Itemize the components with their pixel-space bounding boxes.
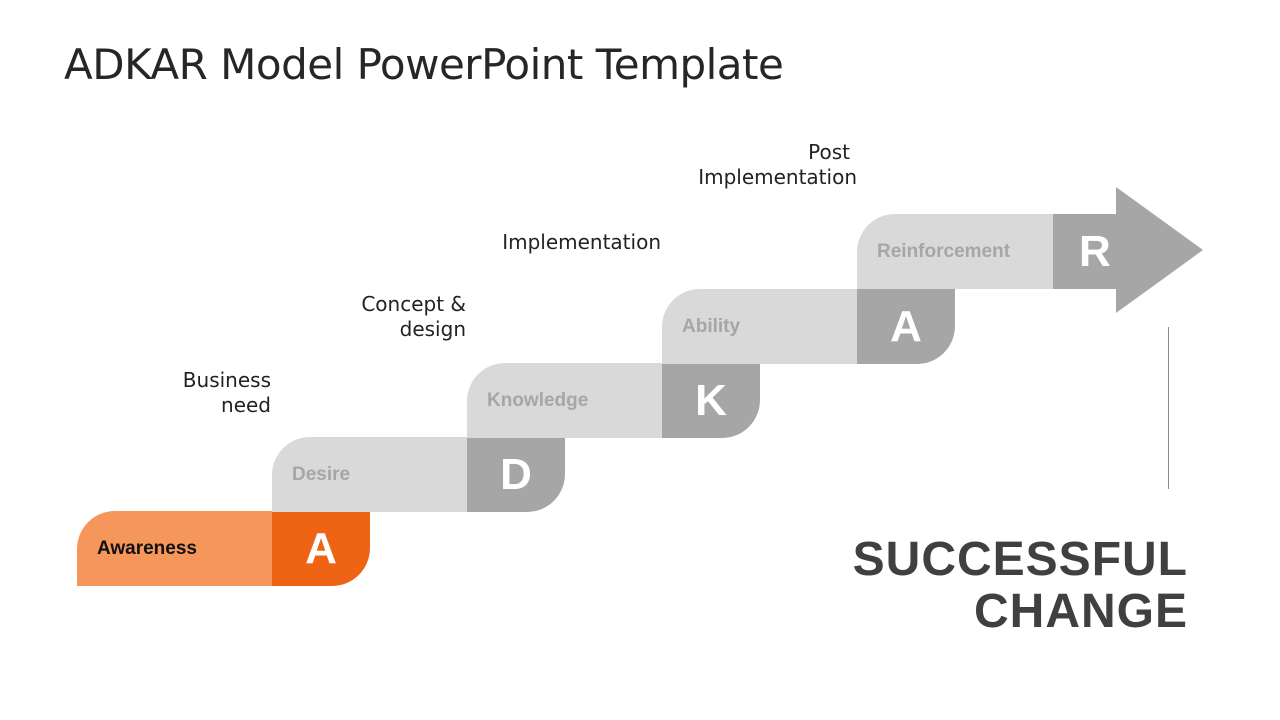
step-awareness: Awareness [77,511,277,586]
step-label-awareness: Awareness [97,538,197,559]
step-reinforcement: Reinforcement [857,214,1057,289]
caption-implementation: Implementation [502,230,661,254]
step-letter-d-desire: D [467,437,565,512]
caption-business-need: Business need [182,368,271,417]
headline-successful-change: SUCCESSFUL CHANGE [852,533,1188,638]
step-letter-a-ability: A [857,289,955,364]
step-ability: Ability [662,289,862,364]
caption-concept-design: Concept & design [361,292,466,341]
step-label-reinforcement: Reinforcement [877,241,1011,262]
step-label-knowledge: Knowledge [487,390,589,411]
step-desire: Desire [272,437,472,512]
step-knowledge: Knowledge [467,363,667,438]
step-letter-k-knowledge: K [662,363,760,438]
step-letter-r-reinforcement: R [1053,214,1119,289]
step-label-ability: Ability [682,316,741,337]
step-label-desire: Desire [292,464,351,485]
slide-title: ADKAR Model PowerPoint Template [64,40,784,89]
step-letter-a-awareness: A [272,511,370,586]
caption-post-implementation: Post Implementation [698,140,857,189]
divider-line [1168,327,1169,489]
arrow-head-icon [1116,187,1203,313]
